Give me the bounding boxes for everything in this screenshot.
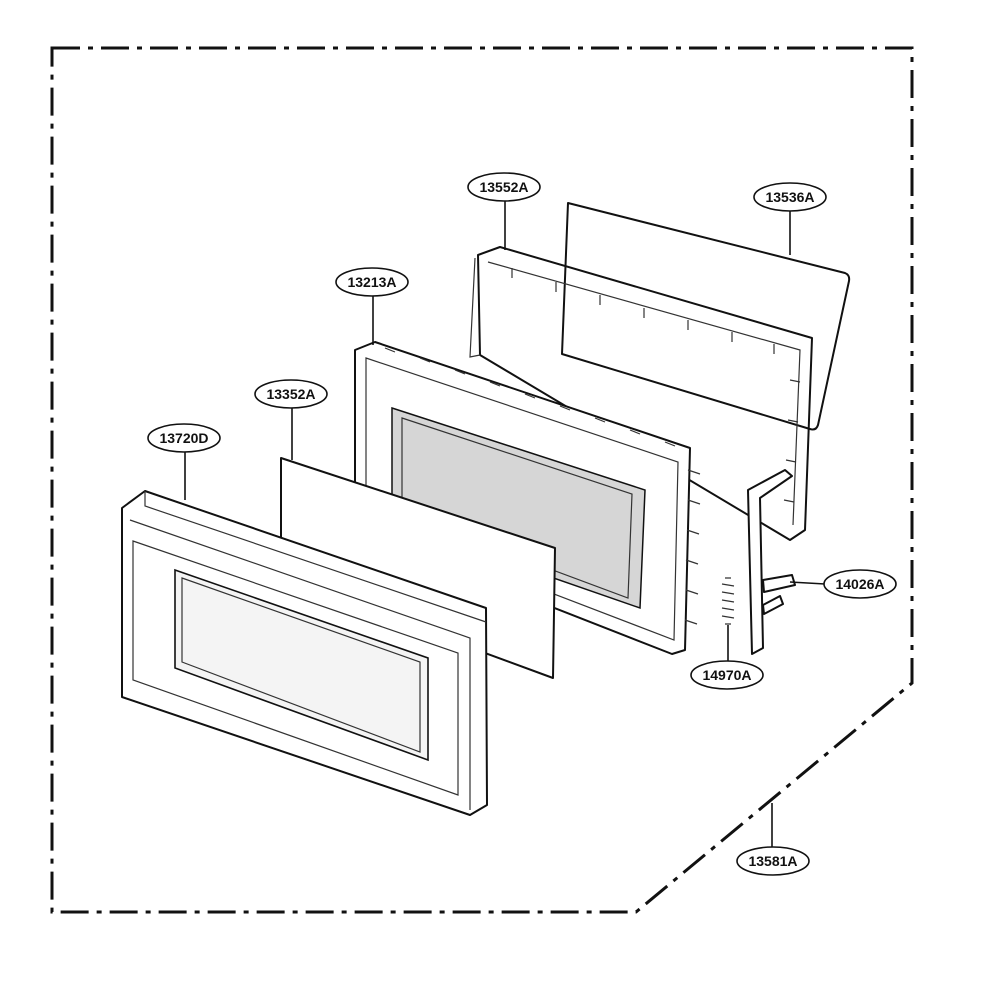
callout-14026A: 14026A — [823, 569, 897, 599]
svg-text:13720D: 13720D — [159, 430, 208, 446]
svg-text:13581A: 13581A — [748, 853, 797, 869]
door-screen-glass-part — [561, 202, 851, 431]
callout-13352A: 13352A — [254, 379, 328, 409]
svg-text:13352A: 13352A — [266, 386, 315, 402]
svg-text:14026A: 14026A — [835, 576, 884, 592]
latch-spring-part — [721, 577, 735, 625]
svg-text:13552A: 13552A — [479, 179, 528, 195]
callout-14970A: 14970A — [690, 660, 764, 690]
door-inner-frame-part — [354, 341, 701, 655]
svg-text:13536A: 13536A — [765, 189, 814, 205]
door-outer-frame-part — [121, 490, 488, 816]
callout-13536A: 13536A — [753, 182, 827, 212]
leader-lines — [184, 201, 826, 847]
door-seal-frame-part — [469, 246, 813, 541]
svg-text:13213A: 13213A — [347, 274, 396, 290]
callout-13581A: 13581A — [736, 846, 810, 876]
latch-hook-part — [747, 469, 796, 655]
callout-13213A: 13213A — [335, 267, 409, 297]
callout-13720D: 13720D — [147, 423, 221, 453]
callout-13552A: 13552A — [467, 172, 541, 202]
assembly-boundary — [50, 46, 914, 914]
svg-text:14970A: 14970A — [702, 667, 751, 683]
